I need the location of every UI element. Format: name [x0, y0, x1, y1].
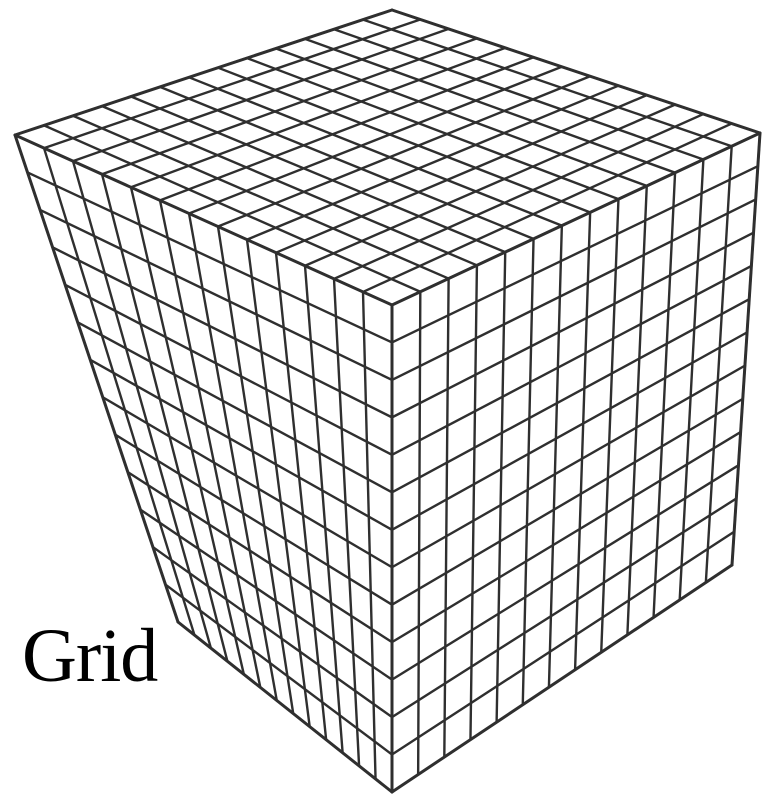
left-face-gridline-v	[126, 470, 394, 644]
right-face-gridline-v	[390, 198, 757, 382]
left-face-gridline-u	[332, 277, 361, 768]
left-face-gridline-v	[151, 545, 394, 719]
left-face-gridline-v	[76, 321, 394, 494]
right-face-gridline-v	[390, 231, 755, 419]
right-face-gridline-u	[573, 211, 592, 671]
cube-edge	[390, 8, 762, 135]
cube-edge	[390, 131, 762, 307]
top-face-gridline-u	[274, 93, 648, 254]
left-face-gridline-v	[89, 358, 394, 531]
top-face-gridline-v	[71, 114, 450, 280]
top-face-gridline-v	[187, 76, 564, 227]
right-face-gridline-u	[521, 237, 535, 706]
top-face-gridline-u	[100, 37, 479, 176]
left-face-gridline-u	[187, 212, 278, 702]
right-face-gridline-v	[390, 430, 742, 644]
top-face-gridline-u	[42, 18, 422, 150]
cube-top-face	[13, 8, 762, 307]
right-face-gridline-v	[390, 497, 738, 719]
left-face-gridline-v	[51, 246, 394, 419]
left-face-gridline-u	[245, 238, 311, 728]
right-face-gridline-v	[390, 364, 747, 569]
left-face-gridline-v	[114, 433, 394, 606]
top-face-gridline-u	[71, 27, 450, 163]
top-face-gridline-v	[361, 18, 733, 148]
left-face-gridline-u	[100, 173, 229, 663]
top-face-gridline-v	[129, 95, 507, 254]
left-face-gridline-u	[129, 186, 246, 676]
top-face-gridline-u	[216, 75, 592, 228]
cube-edge	[13, 133, 394, 307]
left-face-gridline-u	[361, 290, 377, 781]
top-face-gridline-v	[245, 56, 620, 201]
right-face-gridline-v	[390, 264, 753, 457]
left-face-gridline-v	[164, 583, 394, 756]
right-face-gridline-u	[600, 197, 620, 654]
left-face-gridline-v	[26, 171, 394, 344]
top-face-gridline-v	[158, 85, 535, 241]
cube-left-face	[13, 133, 394, 794]
left-face-gridline-u	[71, 159, 213, 650]
top-face-gridline-u	[332, 112, 705, 281]
left-face-gridline-u	[42, 146, 196, 637]
cube-edge	[390, 563, 734, 794]
left-face-gridline-u	[274, 251, 328, 741]
cube-edge	[13, 8, 394, 137]
left-face-gridline-u	[158, 199, 262, 689]
right-face-gridline-u	[495, 250, 507, 724]
top-face-gridline-u	[303, 103, 677, 267]
figure-caption: Grid	[22, 614, 158, 698]
right-face-gridline-v	[390, 530, 736, 756]
top-face-gridline-v	[274, 47, 648, 188]
top-face-gridline-u	[158, 56, 535, 202]
left-face-gridline-u	[303, 264, 344, 754]
top-face-gridline-u	[245, 84, 620, 241]
right-face-gridline-u	[416, 290, 422, 776]
right-face-gridline-u	[443, 277, 450, 759]
right-face-gridline-u	[652, 171, 677, 619]
left-face-gridline-v	[63, 283, 394, 457]
cube-edge	[176, 620, 394, 794]
right-face-gridline-v	[390, 331, 749, 531]
top-face-gridline-v	[332, 28, 705, 161]
right-face-gridline-u	[704, 145, 733, 584]
cube-edge	[13, 133, 180, 624]
right-face-gridline-v	[390, 464, 740, 681]
top-face-gridline-u	[361, 122, 733, 294]
right-face-gridline-v	[390, 297, 751, 494]
cube-edge	[730, 131, 762, 567]
top-face-gridline-v	[42, 124, 422, 293]
top-face-gridline-v	[100, 104, 479, 267]
right-face-gridline-v	[390, 397, 744, 606]
top-face-gridline-u	[129, 46, 507, 189]
left-face-gridline-v	[101, 396, 394, 569]
left-face-gridline-u	[216, 225, 295, 715]
right-face-gridline-u	[678, 158, 705, 602]
right-face-gridline-v	[390, 165, 760, 344]
left-face-gridline-v	[38, 208, 394, 382]
right-face-gridline-u	[469, 264, 479, 741]
top-face-gridline-v	[216, 66, 592, 214]
left-face-gridline-v	[139, 508, 394, 681]
top-face-gridline-v	[303, 37, 677, 174]
right-face-gridline-u	[626, 184, 648, 637]
right-face-gridline-u	[547, 224, 564, 689]
cube-outline	[13, 8, 762, 794]
top-face-gridline-u	[187, 65, 564, 215]
